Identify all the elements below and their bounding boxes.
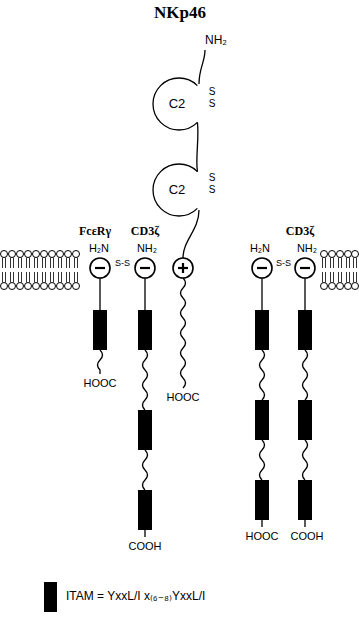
figure-title: NKp46 [154,3,206,23]
terminus-label: H₂N [89,242,109,255]
terminus-label: HOOC [246,530,279,543]
terminus-label: HOOC [167,391,200,404]
terminus-label: H₂N [250,242,270,255]
c2-domain: C2 [151,162,207,218]
c2-domain: C2 [151,76,207,132]
charge-symbols [90,258,315,278]
itam-blocks [93,310,312,530]
legend-swatch [44,582,57,612]
terminus-label: S [209,98,216,110]
chain-name: CD3ζ [131,225,159,239]
terminus-label: S-S [115,258,130,268]
terminus-label: NH₂ [297,242,317,255]
terminus-label: S [209,172,216,184]
terminus-label: S-S [276,258,291,268]
chain-link [197,122,198,171]
terminus-label: HOOC [84,377,117,390]
legend-text: ITAM = YxxL/I x₍₆₋₈₎YxxL/I [66,590,205,604]
terminus-label: NH₂ [205,34,227,48]
terminus-label: COOH [291,530,324,543]
domain-label: C2 [169,183,186,198]
terminus-label: NH₂ [137,242,157,255]
chain-name: CD3ζ [286,225,314,239]
domain-label: C2 [169,97,186,112]
terminus-label: S [209,184,216,196]
terminus-label: S [209,86,216,98]
terminus-label: COOH [129,540,162,553]
peptide-chains [98,50,308,537]
chain-name: FcεRγ [79,225,111,239]
